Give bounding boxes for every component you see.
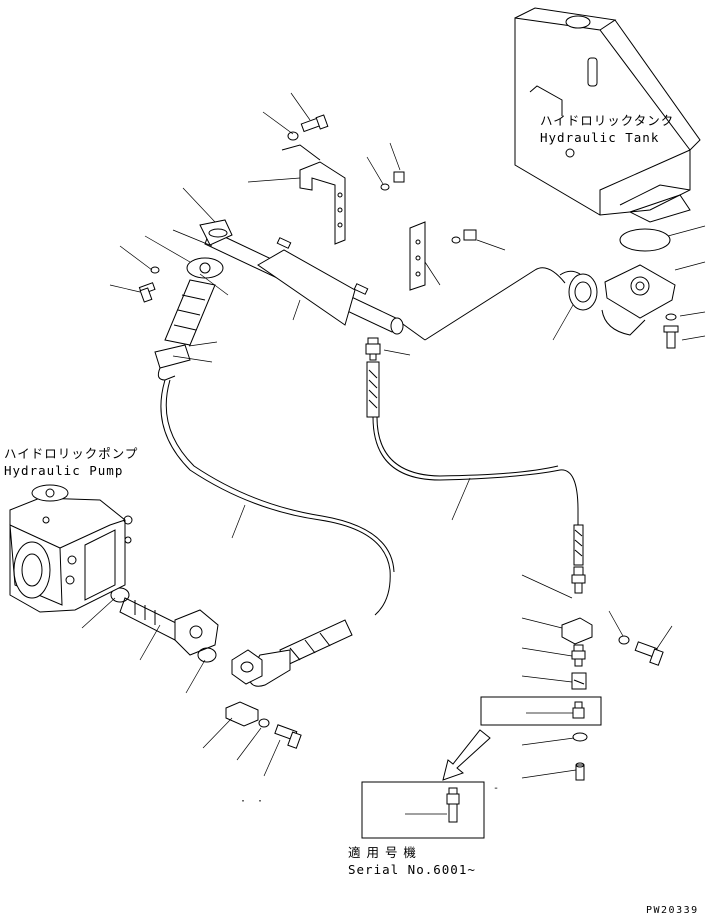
tank-o-ring <box>619 228 671 252</box>
pump-label-en: Hydraulic Pump <box>4 463 123 478</box>
hose-fitting-upper <box>365 337 381 361</box>
serial-label-jp: 適 用 号 機 <box>348 845 417 860</box>
reference-arrow <box>442 729 491 781</box>
pump-suction-pipe <box>154 257 224 381</box>
tank-label-jp: ハイドロリックタンク <box>540 113 674 128</box>
tank-flange <box>601 264 676 336</box>
right-fittings <box>561 566 664 781</box>
serial-box <box>361 781 485 839</box>
serial-box-fitting <box>446 787 460 823</box>
tank-washer-and-bolt <box>663 313 679 349</box>
upper-bolt-set <box>281 114 477 244</box>
pump-label-jp: ハイドロリックポンプ <box>4 446 138 461</box>
serial-label-en: Serial No.6001~ <box>348 862 476 877</box>
split-flange-clamp <box>225 701 302 749</box>
hydraulic-tank <box>514 7 701 223</box>
clamp-bracket-upper <box>299 161 346 245</box>
pump-flange-parts <box>110 587 219 663</box>
clamp-bracket-lower <box>409 221 426 291</box>
tank-label-en: Hydraulic Tank <box>540 130 659 145</box>
dot-mark-right-column: - <box>493 783 501 794</box>
dot-mark-left: · <box>240 796 248 807</box>
drawing-code: PW20339 <box>646 905 699 916</box>
pipe-clamp-bolt <box>138 266 160 303</box>
suction-tube <box>199 219 404 335</box>
pressure-hose <box>366 361 584 566</box>
tank-hose-elbow <box>559 270 598 311</box>
hydraulic-pump <box>9 484 133 613</box>
dot-mark-right: · <box>257 796 265 807</box>
variant-box <box>480 696 602 726</box>
pump-hose-end <box>231 619 353 687</box>
suction-hose-line <box>160 379 391 616</box>
